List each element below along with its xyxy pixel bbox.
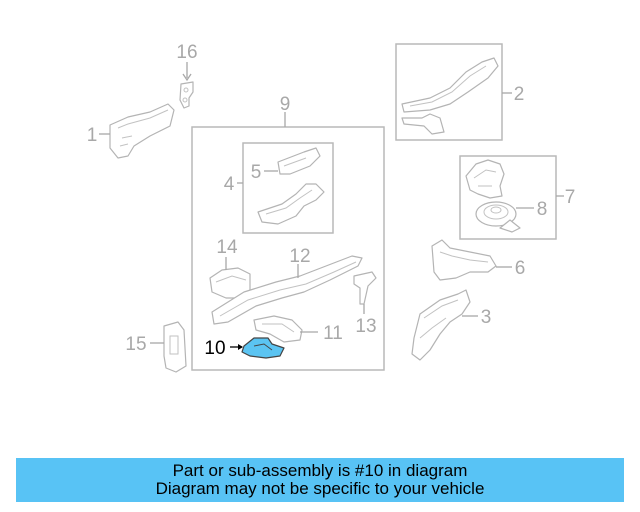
- callout-16: 16: [176, 42, 197, 63]
- callout-4: 4: [224, 174, 235, 195]
- callout-1: 1: [87, 125, 98, 146]
- callout-9: 9: [280, 94, 291, 115]
- callout-6: 6: [515, 258, 526, 279]
- part-16-bracket[interactable]: [179, 81, 194, 109]
- part-2-assembly[interactable]: [401, 57, 499, 135]
- part-3-panel[interactable]: [411, 289, 471, 361]
- part-11-plate[interactable]: [253, 315, 303, 343]
- callout-11: 11: [323, 323, 343, 344]
- part-4-reinforcement[interactable]: [257, 183, 325, 225]
- callout-3: 3: [481, 307, 492, 328]
- leader-lines: [99, 62, 564, 350]
- callout-5: 5: [251, 162, 262, 183]
- group-box-9: [191, 126, 385, 371]
- callout-13: 13: [355, 316, 376, 337]
- part-1-bracket[interactable]: [109, 103, 175, 159]
- group-box-7: [459, 155, 557, 240]
- part-8-mount[interactable]: [475, 201, 521, 233]
- group-box-4: [242, 142, 334, 234]
- callout-12: 12: [289, 246, 310, 267]
- info-banner: Part or sub-assembly is #10 in diagram D…: [16, 458, 624, 502]
- part-10-highlighted[interactable]: [241, 337, 285, 359]
- callout-numbers: 16 1 9 2 4 5 7 8 6 3 14 12 13 11 15 10: [87, 42, 576, 359]
- callout-14: 14: [216, 237, 238, 258]
- part-12-rail[interactable]: [211, 255, 363, 325]
- group-box-2: [395, 43, 503, 141]
- part-15-plate[interactable]: [163, 321, 187, 373]
- part-6-bracket[interactable]: [431, 239, 497, 281]
- callout-15: 15: [125, 334, 146, 355]
- part-5-bracket[interactable]: [277, 147, 321, 175]
- part-7-housing[interactable]: [465, 159, 505, 199]
- banner-line-1: Part or sub-assembly is #10 in diagram: [172, 461, 468, 480]
- parts-diagram: 16 1 9 2 4 5 7 8 6 3 14 12 13 11 15 10: [87, 42, 576, 373]
- part-14-mount[interactable]: [209, 267, 251, 299]
- callout-8: 8: [537, 199, 548, 220]
- callout-2: 2: [514, 84, 525, 105]
- banner-line-2: Diagram may not be specific to your vehi…: [155, 479, 485, 498]
- callout-7: 7: [565, 187, 576, 208]
- callout-10: 10: [204, 338, 225, 359]
- part-13-bolt[interactable]: [353, 271, 377, 305]
